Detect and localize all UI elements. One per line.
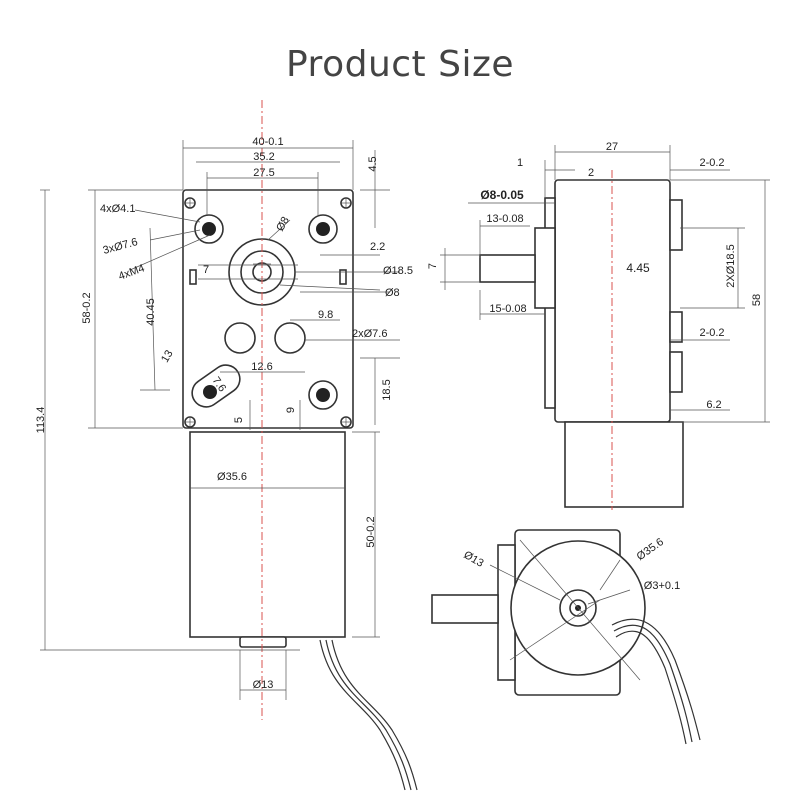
side-motor-stub	[564, 421, 684, 508]
dim-side-base-len: 15-0.08	[489, 303, 526, 315]
dim-threads: 4xM4	[117, 262, 146, 282]
dim-height-inner: 40.45	[145, 298, 157, 326]
dim-side-shaft: Ø8-0.05	[480, 188, 524, 202]
front-view: 40-0.1 35.2 27.5 4.5 4xØ4.1 Ø8 2.2 3xØ7.…	[35, 100, 418, 791]
dim-spacing: 9.8	[318, 309, 333, 321]
end-dimension-lines	[489, 539, 641, 681]
dim-side-boss: 2XØ18.5	[725, 244, 737, 287]
motor-can	[189, 431, 346, 638]
dim-top-offset: 4.5	[367, 156, 379, 171]
side-tab	[669, 351, 683, 393]
dim-end-motor-diam: Ø35.6	[635, 536, 666, 563]
dim-end-bearing: Ø13	[461, 549, 485, 570]
dim-side-shaft-flat: 7	[427, 263, 439, 269]
dim-hub-bore: Ø8	[385, 287, 400, 299]
dim-holes-2x: 2xØ7.6	[352, 328, 387, 340]
end-wires	[611, 618, 701, 745]
dim-bottom-18-5: 18.5	[381, 379, 393, 400]
motor-wire	[319, 639, 406, 791]
dim-clearance: 2.2	[370, 241, 385, 253]
dim-end-diam: Ø13	[253, 679, 274, 691]
motor-end-cap	[239, 636, 287, 648]
dim-end-shaft-tol: Ø3+0.1	[644, 580, 680, 592]
dim-bottom-5: 5	[233, 417, 245, 423]
dim-height-left: 58-0.2	[81, 292, 93, 323]
dim-hole-spacing: 12.6	[251, 361, 272, 373]
dim-motor-diam: Ø35.6	[217, 471, 247, 483]
open-hole-icon	[274, 322, 306, 354]
dim-side-bottom: 6.2	[706, 399, 721, 411]
side-slot	[189, 269, 197, 285]
dim-side-depth: 27	[606, 141, 618, 153]
slotted-hole-icon	[191, 364, 241, 408]
dim-side-top-tol: 2-0.2	[699, 157, 724, 169]
open-hole-icon	[224, 322, 256, 354]
mount-hole-icon	[194, 214, 338, 410]
side-shaft	[479, 254, 536, 283]
side-slot	[339, 269, 347, 285]
side-dimension-lines	[440, 145, 770, 423]
dim-width-top: 40-0.1	[252, 136, 283, 148]
dim-holes-3x: 3xØ7.6	[102, 236, 139, 257]
dim-width-mid: 35.2	[253, 151, 274, 163]
dim-motor-length: 50-0.2	[365, 516, 377, 547]
dim-side-shaft-len: 13-0.08	[486, 213, 523, 225]
dim-bottom-9: 9	[285, 407, 297, 413]
dim-mount-holes: 4xØ4.1	[100, 203, 135, 215]
side-tab	[669, 199, 683, 251]
motor-wire	[331, 639, 418, 791]
dim-total-height: 113.4	[35, 407, 47, 434]
side-boss	[534, 227, 556, 309]
dim-width-inner: 27.5	[253, 167, 274, 179]
dim-hub-diam: Ø18.5	[383, 265, 413, 277]
dim-side-center-offset: 4.45	[626, 261, 650, 275]
side-view: 27 1 2 2-0.2 Ø8-0.05 13-0.08 7 4.45 2XØ1…	[427, 141, 770, 510]
dim-slot-angle: 13	[159, 348, 176, 365]
side-tab	[669, 311, 683, 343]
corner-screw-icon	[184, 197, 352, 428]
end-view: Ø13 Ø35.6 Ø3+0.1	[431, 529, 701, 745]
dim-side-mid-tol: 2-0.2	[699, 327, 724, 339]
end-shaft	[431, 594, 499, 624]
dim-side-d2: 2	[588, 167, 594, 179]
motor-wire	[325, 639, 412, 791]
dim-side-height: 58	[751, 294, 763, 306]
dim-offset-7: 7	[203, 264, 209, 276]
dimension-lines	[40, 140, 400, 700]
dim-side-d1: 1	[517, 157, 523, 169]
page-title: Product Size	[285, 44, 515, 85]
